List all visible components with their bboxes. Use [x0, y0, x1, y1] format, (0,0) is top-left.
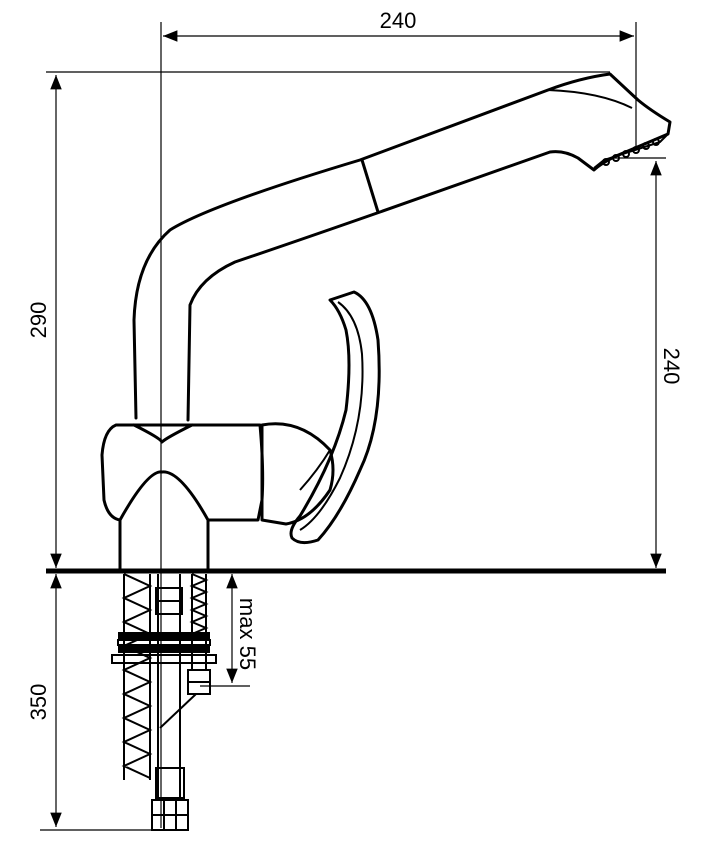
mounting-washer-bottom	[118, 646, 210, 653]
mount-thickness-dimension: max 55	[200, 574, 260, 687]
hose-fitting-bottom	[155, 767, 185, 799]
mounting-washer-top	[118, 632, 210, 639]
right-height-dimension: 240	[612, 157, 684, 568]
hose-length-label: 350	[26, 684, 51, 721]
total-height-label: 290	[26, 302, 51, 339]
spray-nozzles	[602, 138, 660, 166]
left-height-dimension: 290	[26, 71, 610, 568]
mount-thickness-label: max 55	[235, 598, 260, 670]
top-dimension: 240	[163, 8, 637, 150]
spout-reach-label: 240	[380, 8, 417, 33]
threaded-stud	[189, 573, 209, 635]
outlet-height-label: 240	[659, 348, 684, 385]
braided-hose-left	[121, 573, 153, 779]
mounting-assembly	[111, 573, 217, 831]
hose-length-dimension: 350	[26, 574, 180, 831]
faucet-body	[100, 72, 672, 571]
